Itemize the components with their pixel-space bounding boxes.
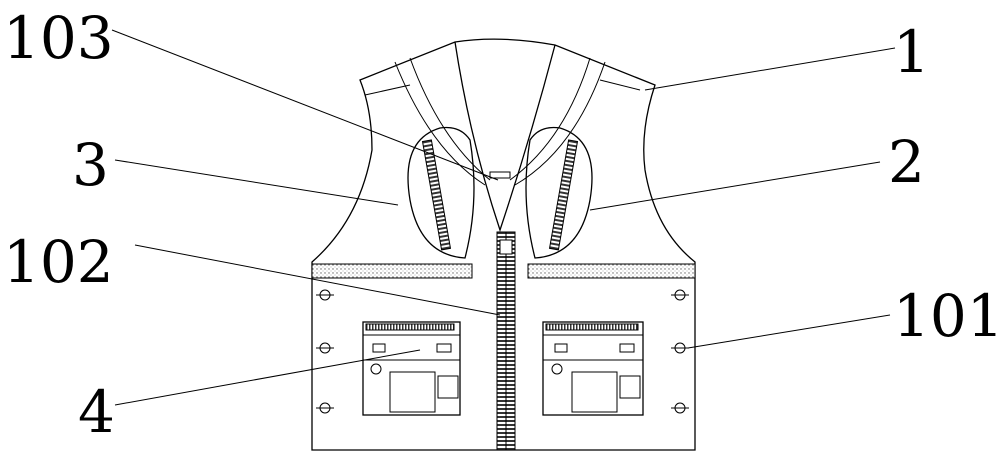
label-tag <box>489 171 511 179</box>
label-102: 102 <box>3 228 114 296</box>
label-2: 2 <box>888 128 925 196</box>
leader-1 <box>644 47 896 91</box>
button-icon <box>671 342 689 354</box>
label-101: 101 <box>893 282 1000 350</box>
label-103: 103 <box>3 4 114 72</box>
vest-body <box>311 38 696 451</box>
band-left <box>311 263 473 279</box>
lower-pocket-left <box>362 321 461 416</box>
button-icon <box>671 289 689 301</box>
leader-101 <box>687 314 891 349</box>
chest-pocket-left <box>407 126 475 259</box>
center-zipper <box>496 231 516 451</box>
leader-102 <box>134 244 501 316</box>
leader-3 <box>114 159 399 206</box>
label-4: 4 <box>78 378 115 446</box>
leader-103 <box>111 29 499 181</box>
label-3: 3 <box>72 131 109 199</box>
leader-2 <box>589 161 881 211</box>
button-icon <box>316 402 334 414</box>
leader-4 <box>114 349 421 406</box>
buttons <box>316 289 689 414</box>
label-1: 1 <box>893 18 930 86</box>
band-right <box>527 263 696 279</box>
button-icon <box>316 289 334 301</box>
chest-pocket-right <box>525 126 593 259</box>
button-icon <box>671 402 689 414</box>
lower-pocket-right <box>542 321 644 416</box>
button-icon <box>316 342 334 354</box>
